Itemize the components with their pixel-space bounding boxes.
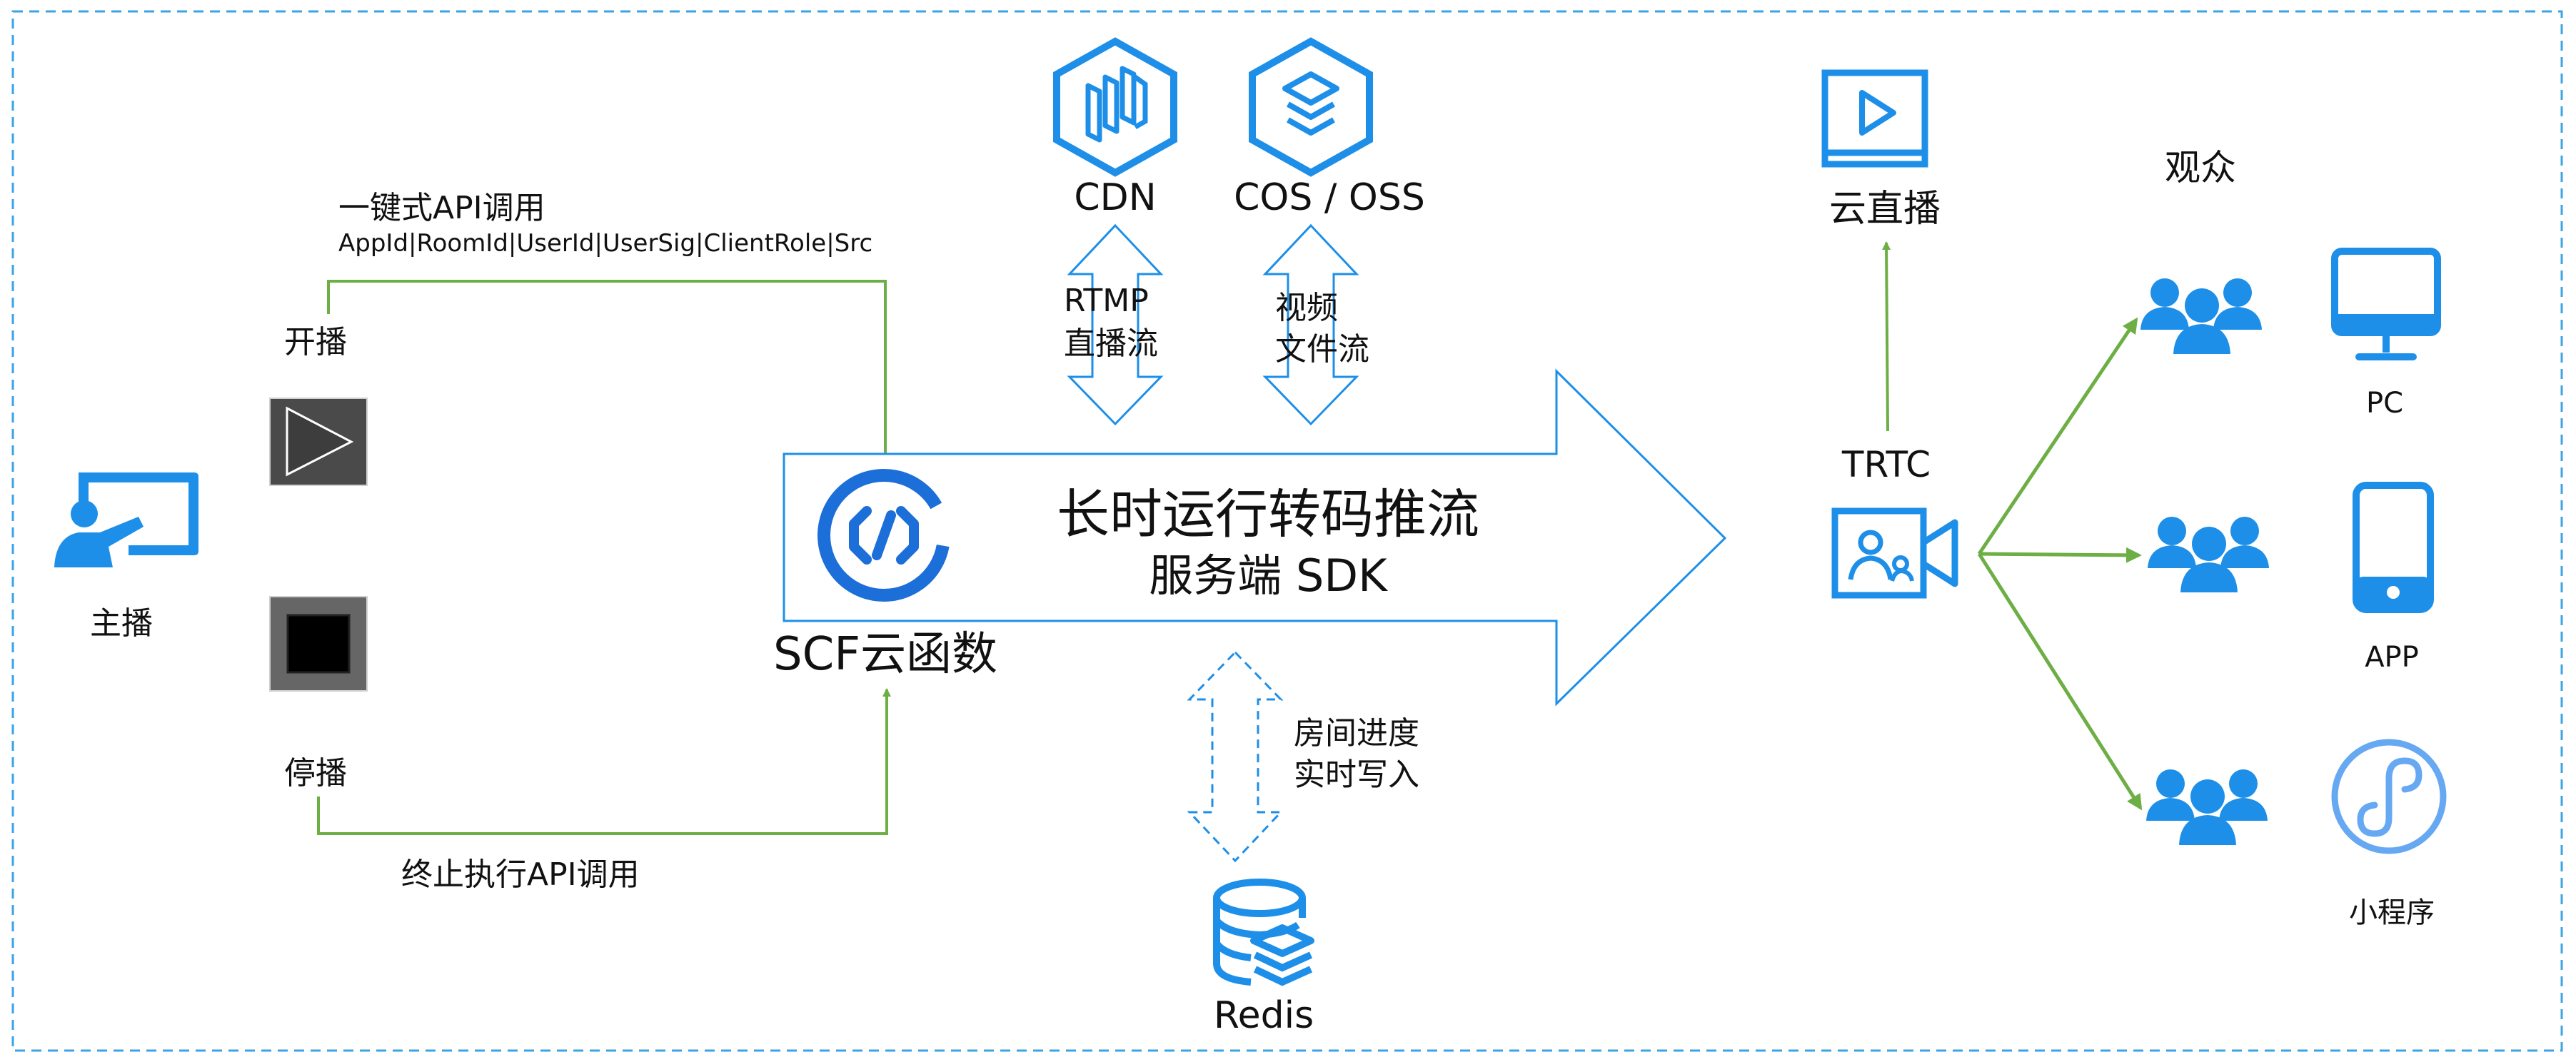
cdn-flow-arrow (1067, 223, 1164, 426)
stop-icon (286, 614, 351, 674)
stop-button[interactable] (269, 596, 368, 692)
database-icon (1213, 879, 1314, 986)
audience-group-icon (2140, 278, 2262, 354)
cos-label: COS / OSS (1234, 176, 1425, 219)
cos-flow-line2: 文件流 (1275, 331, 1369, 368)
cos-flow-arrow (1262, 223, 1359, 426)
sdk-arrow-shape (783, 368, 1727, 707)
pc-label: PC (2366, 387, 2403, 420)
sdk-title: 长时运行转码推流 (1057, 484, 1479, 545)
monitor-icon (2331, 248, 2441, 360)
stop-label: 停播 (284, 755, 347, 792)
audience-group-icon (2148, 517, 2269, 592)
cdn-label: CDN (1074, 176, 1156, 219)
stop-api-connector (317, 688, 891, 835)
cos-flow-line1: 视频 (1275, 290, 1338, 326)
start-api-title: 一键式API调用 (338, 190, 545, 226)
start-label: 开播 (284, 324, 347, 360)
audience-group-icon (2146, 769, 2268, 845)
cdn-flow-line1: RTMP (1064, 283, 1149, 319)
cdn-flow-line2: 直播流 (1064, 325, 1158, 362)
app-label: APP (2365, 641, 2419, 674)
play-button[interactable] (269, 398, 368, 486)
live-video-icon (1821, 69, 1928, 168)
video-camera-icon (1831, 507, 1958, 599)
mini-program-icon (2331, 739, 2447, 854)
cloud-function-icon (817, 469, 950, 602)
redis-flow-line2: 实时写入 (1294, 757, 1419, 793)
cdn-icon (1053, 37, 1177, 177)
smartphone-icon (2353, 482, 2434, 613)
play-icon (286, 406, 354, 477)
redis-flow-line1: 房间进度 (1294, 715, 1419, 752)
live-label: 云直播 (1829, 188, 1941, 231)
redis-label: Redis (1214, 994, 1314, 1037)
audience-title: 观众 (2165, 147, 2236, 188)
trtc-to-live-connector (1882, 241, 1891, 432)
start-api-params: AppId|RoomId|UserId|UserSig|ClientRole|S… (338, 229, 872, 258)
trtc-label: TRTC (1841, 444, 1931, 485)
redis-flow-arrow (1187, 650, 1284, 863)
stop-api-title: 终止执行API调用 (401, 856, 640, 893)
diagram-border (11, 10, 2563, 1052)
presenter-icon (54, 472, 198, 567)
storage-layers-icon (1249, 37, 1373, 177)
scf-label: SCF云函数 (773, 628, 997, 681)
sdk-subtitle: 服务端 SDK (1149, 550, 1388, 602)
miniprogram-label: 小程序 (2349, 896, 2435, 929)
trtc-to-pc-connector (1977, 317, 2138, 555)
trtc-to-app-connector (1978, 547, 2142, 563)
start-api-connector (327, 280, 890, 464)
trtc-to-miniprogram-connector (1977, 552, 2143, 811)
anchor-label: 主播 (90, 605, 153, 642)
